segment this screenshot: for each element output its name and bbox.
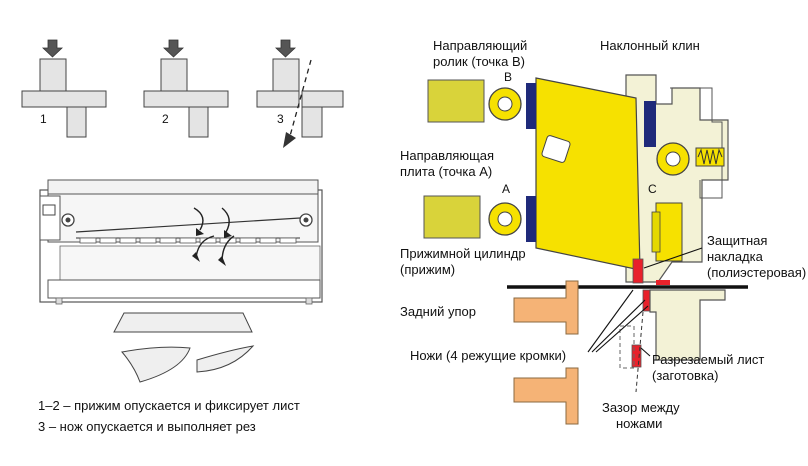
inclined-wedge-label: Наклонный клин <box>600 38 700 53</box>
protective-pad-label-2: накладка <box>707 249 764 264</box>
caption-steps-1-2: 1–2 – прижим опускается и фиксирует лист <box>38 398 300 413</box>
upper-knife <box>632 258 644 284</box>
knife-gap-label-2: ножами <box>616 416 662 431</box>
step-diagram-1: 1 <box>21 39 107 138</box>
point-c-label: C <box>648 182 657 196</box>
inclined-wedge <box>535 77 641 271</box>
label-layer: Направляющий ролик (точка В) B Наклонный… <box>400 38 806 431</box>
blade-mechanism <box>423 74 748 425</box>
cut-direction-arrow-icon <box>283 132 296 148</box>
point-b-label: B <box>504 70 512 84</box>
step-label-3: 3 <box>277 112 284 126</box>
knives-label: Ножи (4 режущие кромки) <box>410 348 566 363</box>
guide-roller-label-2: ролик (точка В) <box>433 54 525 69</box>
protective-pad-label-3: (полиэстеровая) <box>707 265 806 280</box>
down-arrow-icon <box>41 39 64 58</box>
back-stop-upper <box>513 280 579 335</box>
sheet-piece <box>113 312 253 333</box>
cut-sheet-label: Разрезаемый лист <box>652 352 764 367</box>
cut-piece-right <box>196 345 255 373</box>
clamp-cylinder-label-2: (прижим) <box>400 262 455 277</box>
caption-step-3: 3 – нож опускается и выполняет рез <box>38 419 256 434</box>
point-a-label: A <box>502 182 510 196</box>
step-diagram-2: 2 <box>143 39 229 138</box>
step-label-2: 2 <box>162 112 169 126</box>
clamp-cylinder-block <box>423 195 481 239</box>
knife-gap-line <box>635 311 644 393</box>
back-stop-label: Задний упор <box>400 304 476 319</box>
guide-plate-label: Направляющая <box>400 148 494 163</box>
protective-pad-label: Защитная <box>707 233 767 248</box>
cut-piece-left <box>121 346 191 383</box>
upper-right-bracket <box>670 87 723 199</box>
down-arrow-icon <box>162 39 185 58</box>
protective-pad <box>656 280 670 285</box>
down-arrow-icon <box>274 39 297 58</box>
shear-machine <box>39 179 323 305</box>
clamp-cylinder-label: Прижимной цилиндр <box>400 246 526 261</box>
back-stop-lower <box>513 367 579 425</box>
knife-gap-label: Зазор между <box>602 400 680 415</box>
step-label-1: 1 <box>40 112 47 126</box>
guide-plate-label-2: плита (точка А) <box>400 164 492 179</box>
cut-sheet <box>631 344 642 368</box>
step-diagram-3: 3 <box>256 39 344 148</box>
cut-sheet-label-2: (заготовка) <box>652 368 718 383</box>
spring-icon <box>695 147 725 167</box>
guide-roller-label: Направляющий <box>433 38 527 53</box>
guide-roller-block <box>427 79 485 123</box>
